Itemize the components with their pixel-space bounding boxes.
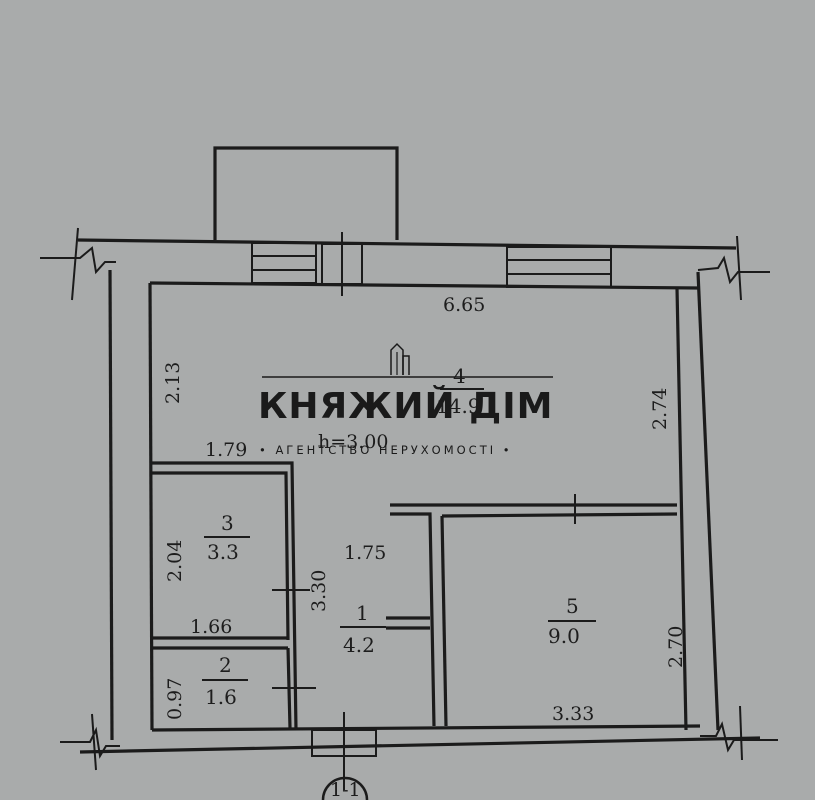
dim-right-height: 2.74	[649, 388, 671, 430]
dim-room5-height: 2.70	[665, 626, 687, 668]
interior-walls	[152, 461, 678, 731]
dim-left-height: 2.13	[162, 362, 184, 404]
windows	[251, 232, 612, 790]
logo-building-icon	[390, 342, 410, 375]
room-1-number: 1	[356, 601, 369, 625]
watermark-subtitle: • АГЕНТСТВО НЕРУХОМОСТІ •	[259, 443, 513, 457]
dim-room5-width: 3.33	[552, 703, 594, 725]
room-3-number: 3	[221, 511, 234, 535]
outer-walls	[77, 238, 761, 754]
section-marker: 1-1	[321, 776, 369, 800]
room-4-number: 4	[453, 364, 466, 388]
dim-ceiling: h=3.00	[318, 431, 388, 453]
section-marker-label: 1-1	[330, 779, 361, 800]
room-3-area: 3.3	[207, 540, 239, 564]
dim-corridor-height: 3.30	[308, 570, 330, 612]
watermark-title: КНЯЖИЙ ДІМ	[258, 385, 553, 427]
dim-room3-width: 1.66	[190, 616, 232, 638]
dim-room3-height: 2.04	[164, 540, 186, 582]
dim-corridor-width: 1.75	[344, 542, 386, 564]
break-lines	[40, 227, 778, 771]
room-5-area: 9.0	[548, 624, 580, 648]
room-labels: 4 14.9 3 3.3 2 1.6 1 4.2 5 9.0	[202, 364, 596, 709]
room-4-area: 14.9	[436, 394, 481, 418]
balcony	[213, 146, 399, 240]
room-2-number: 2	[219, 653, 232, 677]
watermark: КНЯЖИЙ ДІМ • АГЕНТСТВО НЕРУХОМОСТІ •	[258, 342, 553, 457]
room-5-number: 5	[566, 594, 579, 618]
room-2-area: 1.6	[205, 685, 237, 709]
room-1-area: 4.2	[343, 633, 375, 657]
dim-room2-height: 0.97	[164, 678, 186, 720]
dim-top-width: 6.65	[443, 294, 485, 316]
dimension-labels: 6.65 2.13 2.74 1.79 h=3.00 2.04 1.66 3.3…	[162, 294, 687, 725]
dim-mid-width: 1.79	[205, 439, 247, 461]
